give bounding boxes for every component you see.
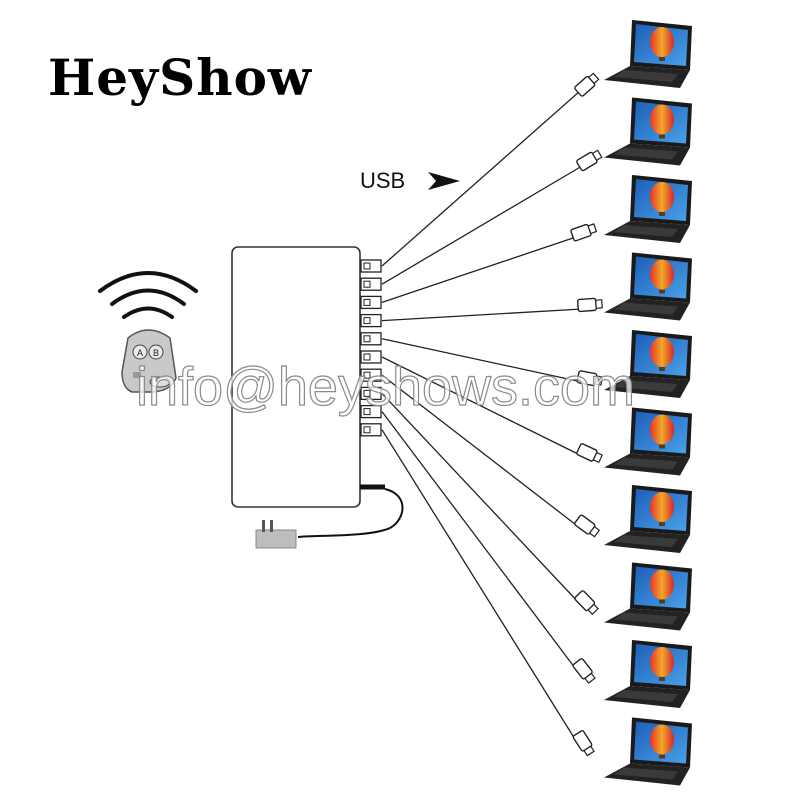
usb-cable	[381, 165, 583, 285]
usb-label: USB	[360, 168, 406, 193]
usb-port-column	[360, 259, 382, 437]
usb-cable	[381, 308, 583, 322]
laptop-icon	[604, 640, 692, 708]
usb-plug-icon	[570, 223, 598, 242]
usb-port	[360, 259, 382, 273]
usb-cable	[381, 392, 581, 605]
laptop-icon	[604, 252, 692, 321]
usb-plug-icon	[574, 72, 600, 97]
power-adapter	[255, 484, 404, 549]
remote-button-b: B	[153, 348, 159, 358]
usb-cable	[381, 374, 581, 529]
usb-cable	[381, 411, 579, 673]
usb-plug-icon	[572, 658, 596, 684]
laptop-icon	[604, 97, 692, 166]
usb-plug-icon	[572, 730, 595, 757]
usb-port	[360, 423, 382, 437]
usb-cable	[381, 429, 579, 745]
usb-plug-icon	[576, 149, 603, 172]
usb-plug-icon	[576, 370, 604, 387]
usb-plug-icon	[576, 443, 603, 464]
laptop-icon	[604, 407, 692, 476]
usb-port	[360, 332, 382, 346]
usb-port	[360, 313, 382, 328]
laptop-icon	[604, 485, 692, 553]
remote-control: A B	[121, 329, 177, 393]
usb-port	[360, 350, 382, 364]
usb-plug-icon	[574, 514, 601, 538]
laptop-column	[604, 20, 692, 786]
usb-cable	[381, 90, 581, 267]
remote-button-a: A	[137, 348, 143, 358]
laptop-icon	[604, 562, 692, 631]
wireless-signal-icon	[98, 271, 198, 319]
usb-port	[360, 295, 382, 310]
usb-port	[360, 404, 382, 419]
usb-cable	[381, 338, 583, 383]
usb-port	[360, 277, 382, 291]
alarm-controller-box	[231, 246, 361, 508]
brand-logo: HeyShow	[48, 48, 312, 107]
usb-cable	[381, 356, 583, 457]
usb-cable	[381, 236, 577, 304]
usb-cables	[381, 72, 604, 757]
laptop-icon	[604, 20, 692, 88]
usb-plug-icon	[574, 590, 599, 616]
usb-arrow-icon	[428, 172, 460, 190]
laptop-icon	[604, 717, 692, 786]
usb-plug-icon	[577, 297, 603, 313]
watermark-email: info@heyshows.com	[135, 356, 636, 417]
laptop-icon	[604, 330, 692, 398]
usb-port	[360, 368, 382, 382]
laptop-icon	[604, 175, 692, 243]
usb-port	[360, 386, 382, 401]
